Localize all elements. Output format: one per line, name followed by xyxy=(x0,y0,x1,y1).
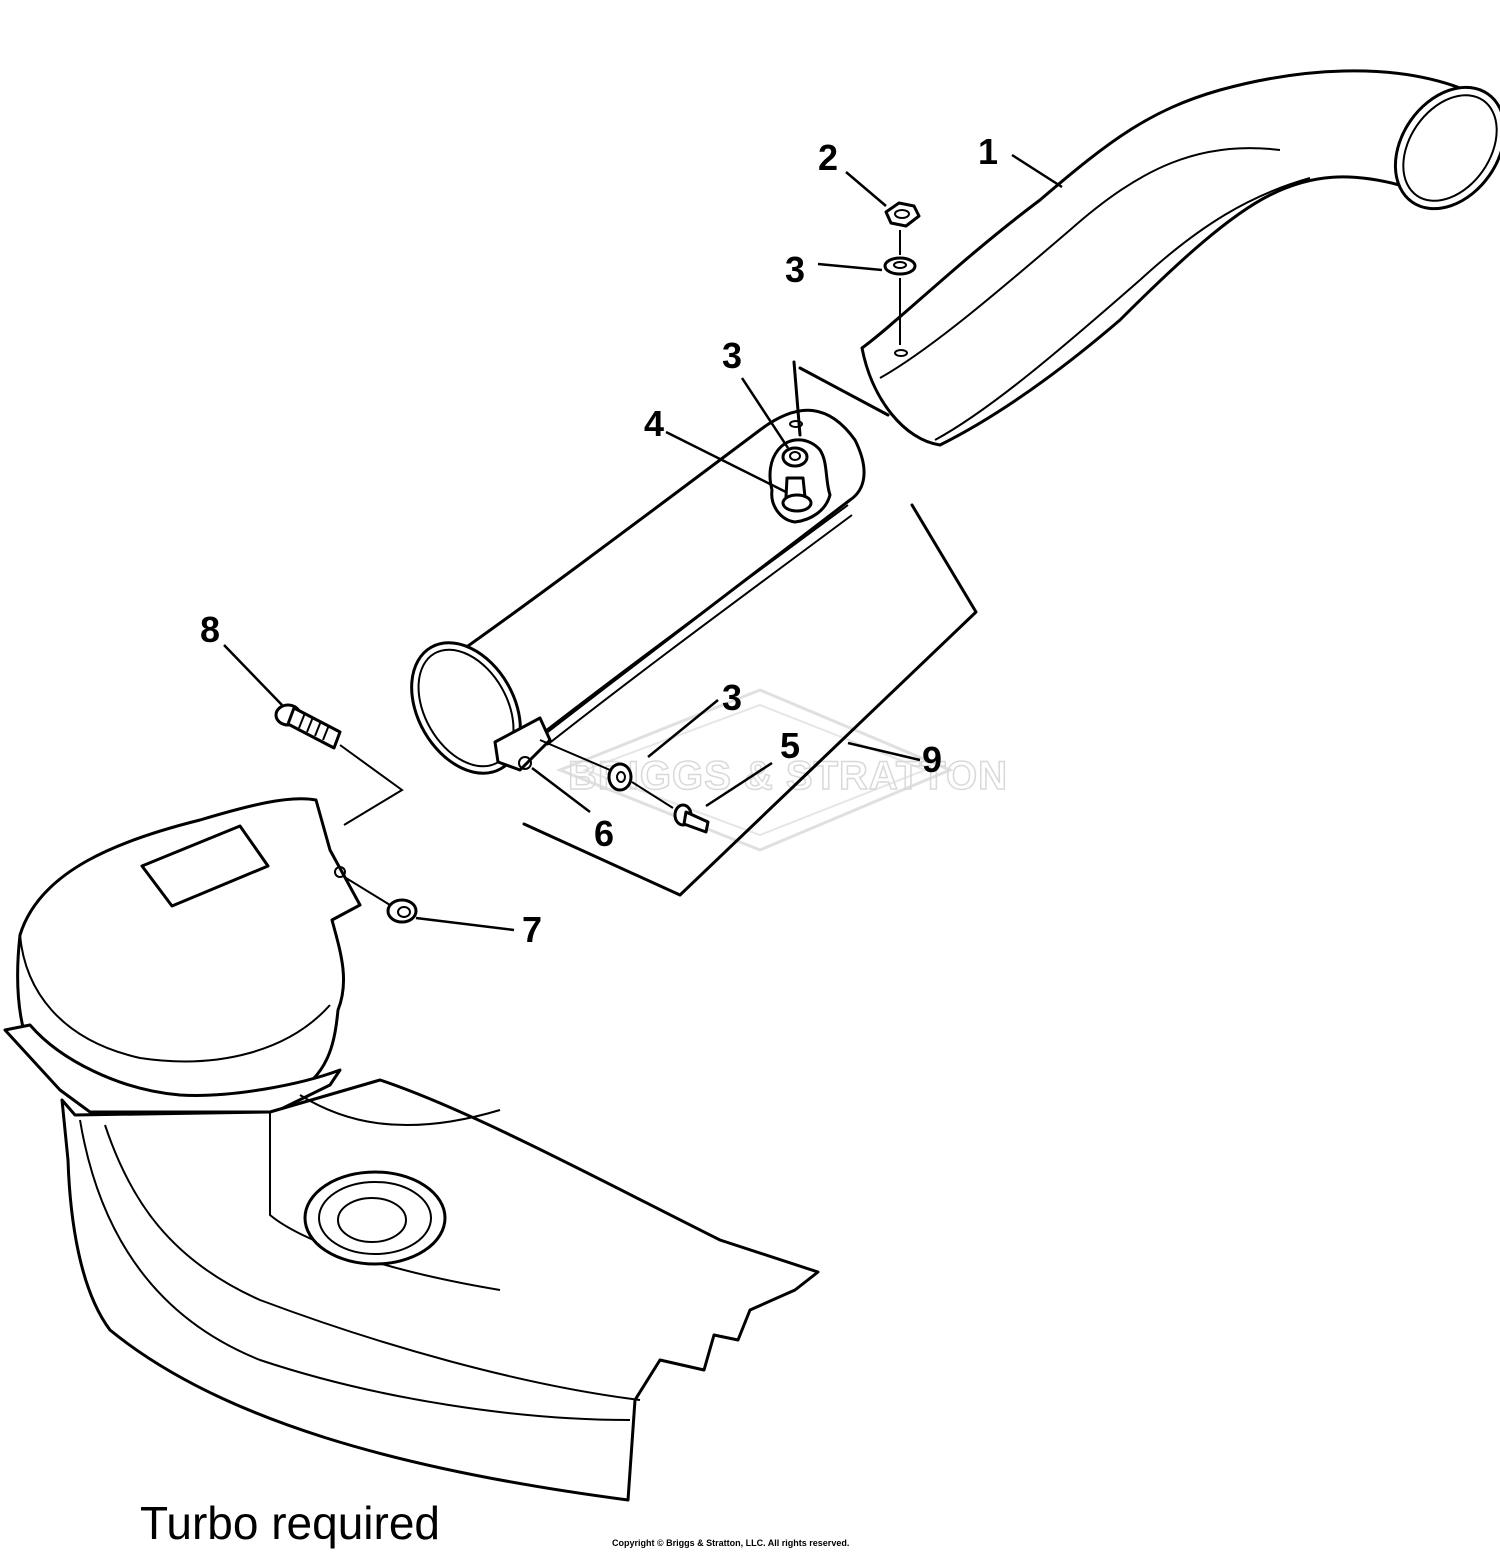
callout-1: 1 xyxy=(978,131,998,172)
callout-6: 6 xyxy=(594,813,614,854)
leader-3c xyxy=(647,699,719,758)
leader-8 xyxy=(223,644,283,706)
leader-6 xyxy=(531,767,591,813)
part-1-exhaust-pipe[interactable] xyxy=(860,66,1500,447)
leader-5 xyxy=(705,761,773,808)
bolt-axis-line xyxy=(339,744,404,826)
callout-8: 8 xyxy=(200,609,220,650)
callout-labels: 1 2 3 3 4 3 5 6 7 8 9 xyxy=(200,131,998,950)
part-7-nut[interactable] xyxy=(386,898,418,924)
leader-2 xyxy=(845,171,887,207)
callout-3-middle: 3 xyxy=(722,335,742,376)
callout-3-upper: 3 xyxy=(785,249,805,290)
callout-4: 4 xyxy=(644,403,664,444)
leader-1 xyxy=(1011,153,1063,189)
callout-5: 5 xyxy=(780,725,800,766)
leader-3a xyxy=(817,262,883,272)
callout-9: 9 xyxy=(922,739,942,780)
callout-7: 7 xyxy=(522,909,542,950)
leader-3b xyxy=(740,377,790,449)
fastener-axis-line-lower xyxy=(539,739,674,809)
part-2-nut[interactable] xyxy=(884,201,921,228)
callout-2: 2 xyxy=(818,137,838,178)
part-4-bolt[interactable] xyxy=(781,476,813,513)
leader-9 xyxy=(847,741,921,762)
nut-axis-line xyxy=(345,877,391,906)
part-3-washer-lower[interactable] xyxy=(607,762,633,792)
callout-3-lower: 3 xyxy=(722,677,742,718)
diagram-caption: Turbo required xyxy=(140,1497,441,1549)
part-8-bolt[interactable] xyxy=(274,703,342,750)
part-9-muffler[interactable] xyxy=(389,360,978,897)
part-3-washer-middle[interactable] xyxy=(781,446,809,468)
copyright-notice: Copyright © Briggs & Stratton, LLC. All … xyxy=(612,1538,850,1548)
leader-7 xyxy=(415,916,515,932)
leader-4 xyxy=(665,430,787,494)
leader-lines xyxy=(223,153,1063,932)
part-5-screw[interactable] xyxy=(673,803,710,834)
part-3-washer-upper[interactable] xyxy=(883,256,917,276)
engine-shroud[interactable] xyxy=(3,797,820,1502)
